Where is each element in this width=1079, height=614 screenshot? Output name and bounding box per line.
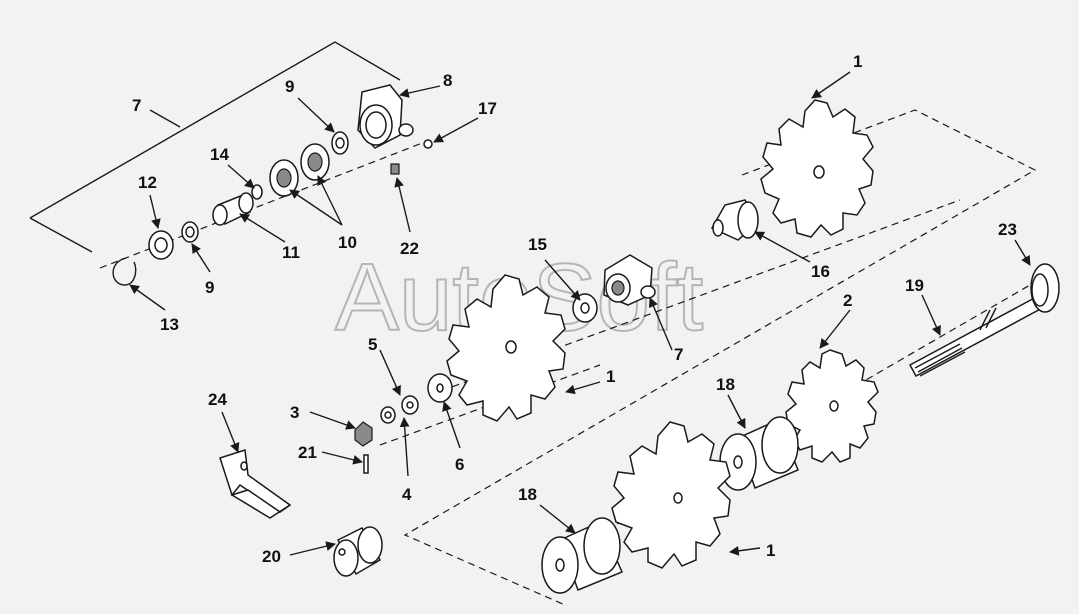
callout-4: 4 — [402, 485, 412, 504]
axis-lines — [99, 139, 1031, 561]
callout-15: 15 — [528, 235, 547, 254]
group-7-bracket — [29, 41, 401, 253]
washer-9-right — [331, 131, 349, 155]
leader-lines — [129, 71, 1031, 556]
callout-5: 5 — [368, 335, 377, 354]
sprocket-top-right — [760, 99, 874, 238]
callout-21: 21 — [298, 443, 317, 462]
coupler-20 — [333, 526, 383, 577]
bearing-housing-center — [603, 254, 656, 306]
sleeve-11 — [212, 192, 254, 226]
callout-9-left: 9 — [205, 278, 214, 297]
callout-2: 2 — [843, 291, 852, 310]
callout-17: 17 — [478, 99, 497, 118]
callout-22: 22 — [400, 239, 419, 258]
spacer-18-upper — [719, 416, 799, 491]
callout-20: 20 — [262, 547, 281, 566]
callout-7-center: 7 — [674, 345, 683, 364]
callout-labels: 1 16 23 19 2 18 18 1 1 15 7 5 6 4 3 21 2… — [132, 52, 1017, 566]
callout-24: 24 — [208, 390, 227, 409]
shaft-19 — [908, 263, 1060, 378]
callout-18-lower: 18 — [518, 485, 537, 504]
callout-6: 6 — [455, 455, 464, 474]
set-screw-22 — [390, 163, 400, 175]
assembly-envelope — [403, 109, 1037, 606]
callout-3: 3 — [290, 403, 299, 422]
bracket-24 — [219, 449, 292, 519]
callout-1-top: 1 — [853, 52, 862, 71]
washer-15 — [572, 293, 598, 323]
callout-11: 11 — [282, 243, 300, 262]
callout-23: 23 — [998, 220, 1017, 239]
bearing-housing-8 — [357, 84, 414, 149]
callout-8: 8 — [443, 71, 452, 90]
callout-14: 14 — [210, 145, 229, 164]
grease-fitting-17 — [423, 139, 433, 149]
callout-1-bottom: 1 — [766, 541, 775, 560]
sprocket-middle — [446, 274, 566, 422]
sprocket-bottom — [611, 421, 731, 569]
collar-16 — [710, 199, 759, 241]
callout-19: 19 — [905, 276, 924, 295]
callout-10: 10 — [338, 233, 357, 252]
callout-13: 13 — [160, 315, 179, 334]
washer-9-left — [181, 221, 199, 243]
callout-18-upper: 18 — [716, 375, 735, 394]
bearings-10 — [269, 143, 330, 197]
callout-9-right: 9 — [285, 77, 294, 96]
retaining-ring-13 — [112, 257, 137, 286]
callout-16: 16 — [811, 262, 830, 281]
spacer-18-lower — [541, 517, 623, 594]
pin-21 — [363, 454, 369, 474]
hardware-stack — [354, 373, 453, 447]
callout-1-middle: 1 — [606, 367, 615, 386]
callout-12: 12 — [138, 173, 157, 192]
callout-7-group: 7 — [132, 96, 141, 115]
sprocket-2 — [785, 349, 879, 463]
bearing-12 — [148, 230, 174, 260]
